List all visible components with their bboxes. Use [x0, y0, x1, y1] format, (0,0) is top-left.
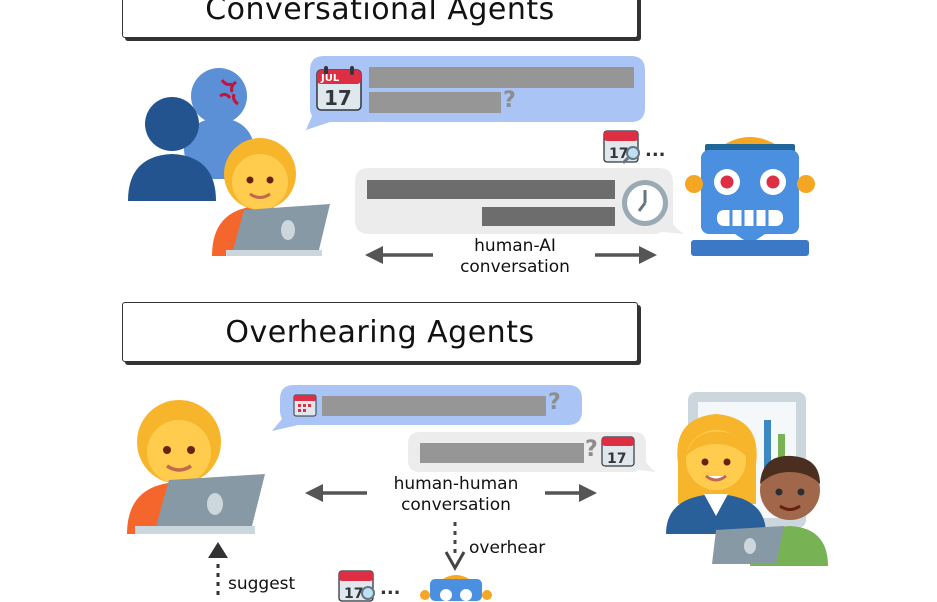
calendar-icon: [316, 66, 362, 111]
label-line: conversation: [401, 495, 511, 515]
overhear-arrow-icon: [444, 522, 466, 572]
suggest-arrow-icon: [208, 542, 228, 600]
arrow-left-icon: [305, 484, 367, 502]
calendar-search-icon: 17: [603, 130, 640, 165]
redacted-text-bar: [420, 443, 584, 463]
conversational-title: Conversational Agents: [205, 0, 555, 27]
suggest-label: suggest: [228, 574, 296, 594]
redacted-text-bar: [369, 92, 501, 113]
calendar-search-icon: 17: [338, 570, 375, 602]
person-woman-icon: [666, 414, 766, 534]
overhearing-title: Overhearing Agents: [225, 314, 535, 350]
calendar-day: 17: [324, 86, 352, 110]
arrow-right-icon: [545, 484, 597, 502]
overhear-label: overhear: [469, 538, 546, 558]
person-laptop-icon: [127, 400, 265, 534]
person-laptop-icon: [212, 138, 330, 256]
clock-icon: [622, 180, 668, 226]
question-mark: ?: [503, 88, 516, 113]
calendar-month: JUL: [321, 73, 340, 84]
svg-text:17: 17: [344, 586, 363, 602]
label-line: human-human: [393, 474, 519, 494]
question-mark: ?: [548, 390, 561, 415]
arrow-right-icon: [595, 246, 657, 264]
redacted-text-bar: [322, 396, 546, 416]
question-mark: ?: [585, 437, 598, 462]
svg-text:17: 17: [609, 146, 628, 162]
redacted-text-bar: [482, 207, 615, 226]
conversational-title-box: Conversational Agents: [122, 0, 638, 38]
svg-text:17: 17: [607, 451, 626, 467]
label-line: conversation: [460, 257, 570, 277]
person-man-icon: [712, 455, 828, 566]
thinking-ellipsis: ...: [645, 140, 666, 161]
robot-icon: [420, 575, 492, 601]
human-human-conversation-label: human-human conversation: [376, 474, 536, 516]
human-ai-conversation-label: human-AI conversation: [440, 236, 590, 278]
overhearing-title-box: Overhearing Agents: [122, 302, 638, 362]
robot-icon: [685, 137, 815, 256]
redacted-text-bar: [369, 67, 634, 88]
calendar-icon: [293, 394, 317, 417]
label-line: human-AI: [474, 236, 556, 256]
thinking-ellipsis: ...: [380, 578, 401, 599]
calendar-icon: 17: [601, 436, 635, 467]
arrow-left-icon: [365, 246, 433, 264]
redacted-text-bar: [367, 180, 615, 199]
